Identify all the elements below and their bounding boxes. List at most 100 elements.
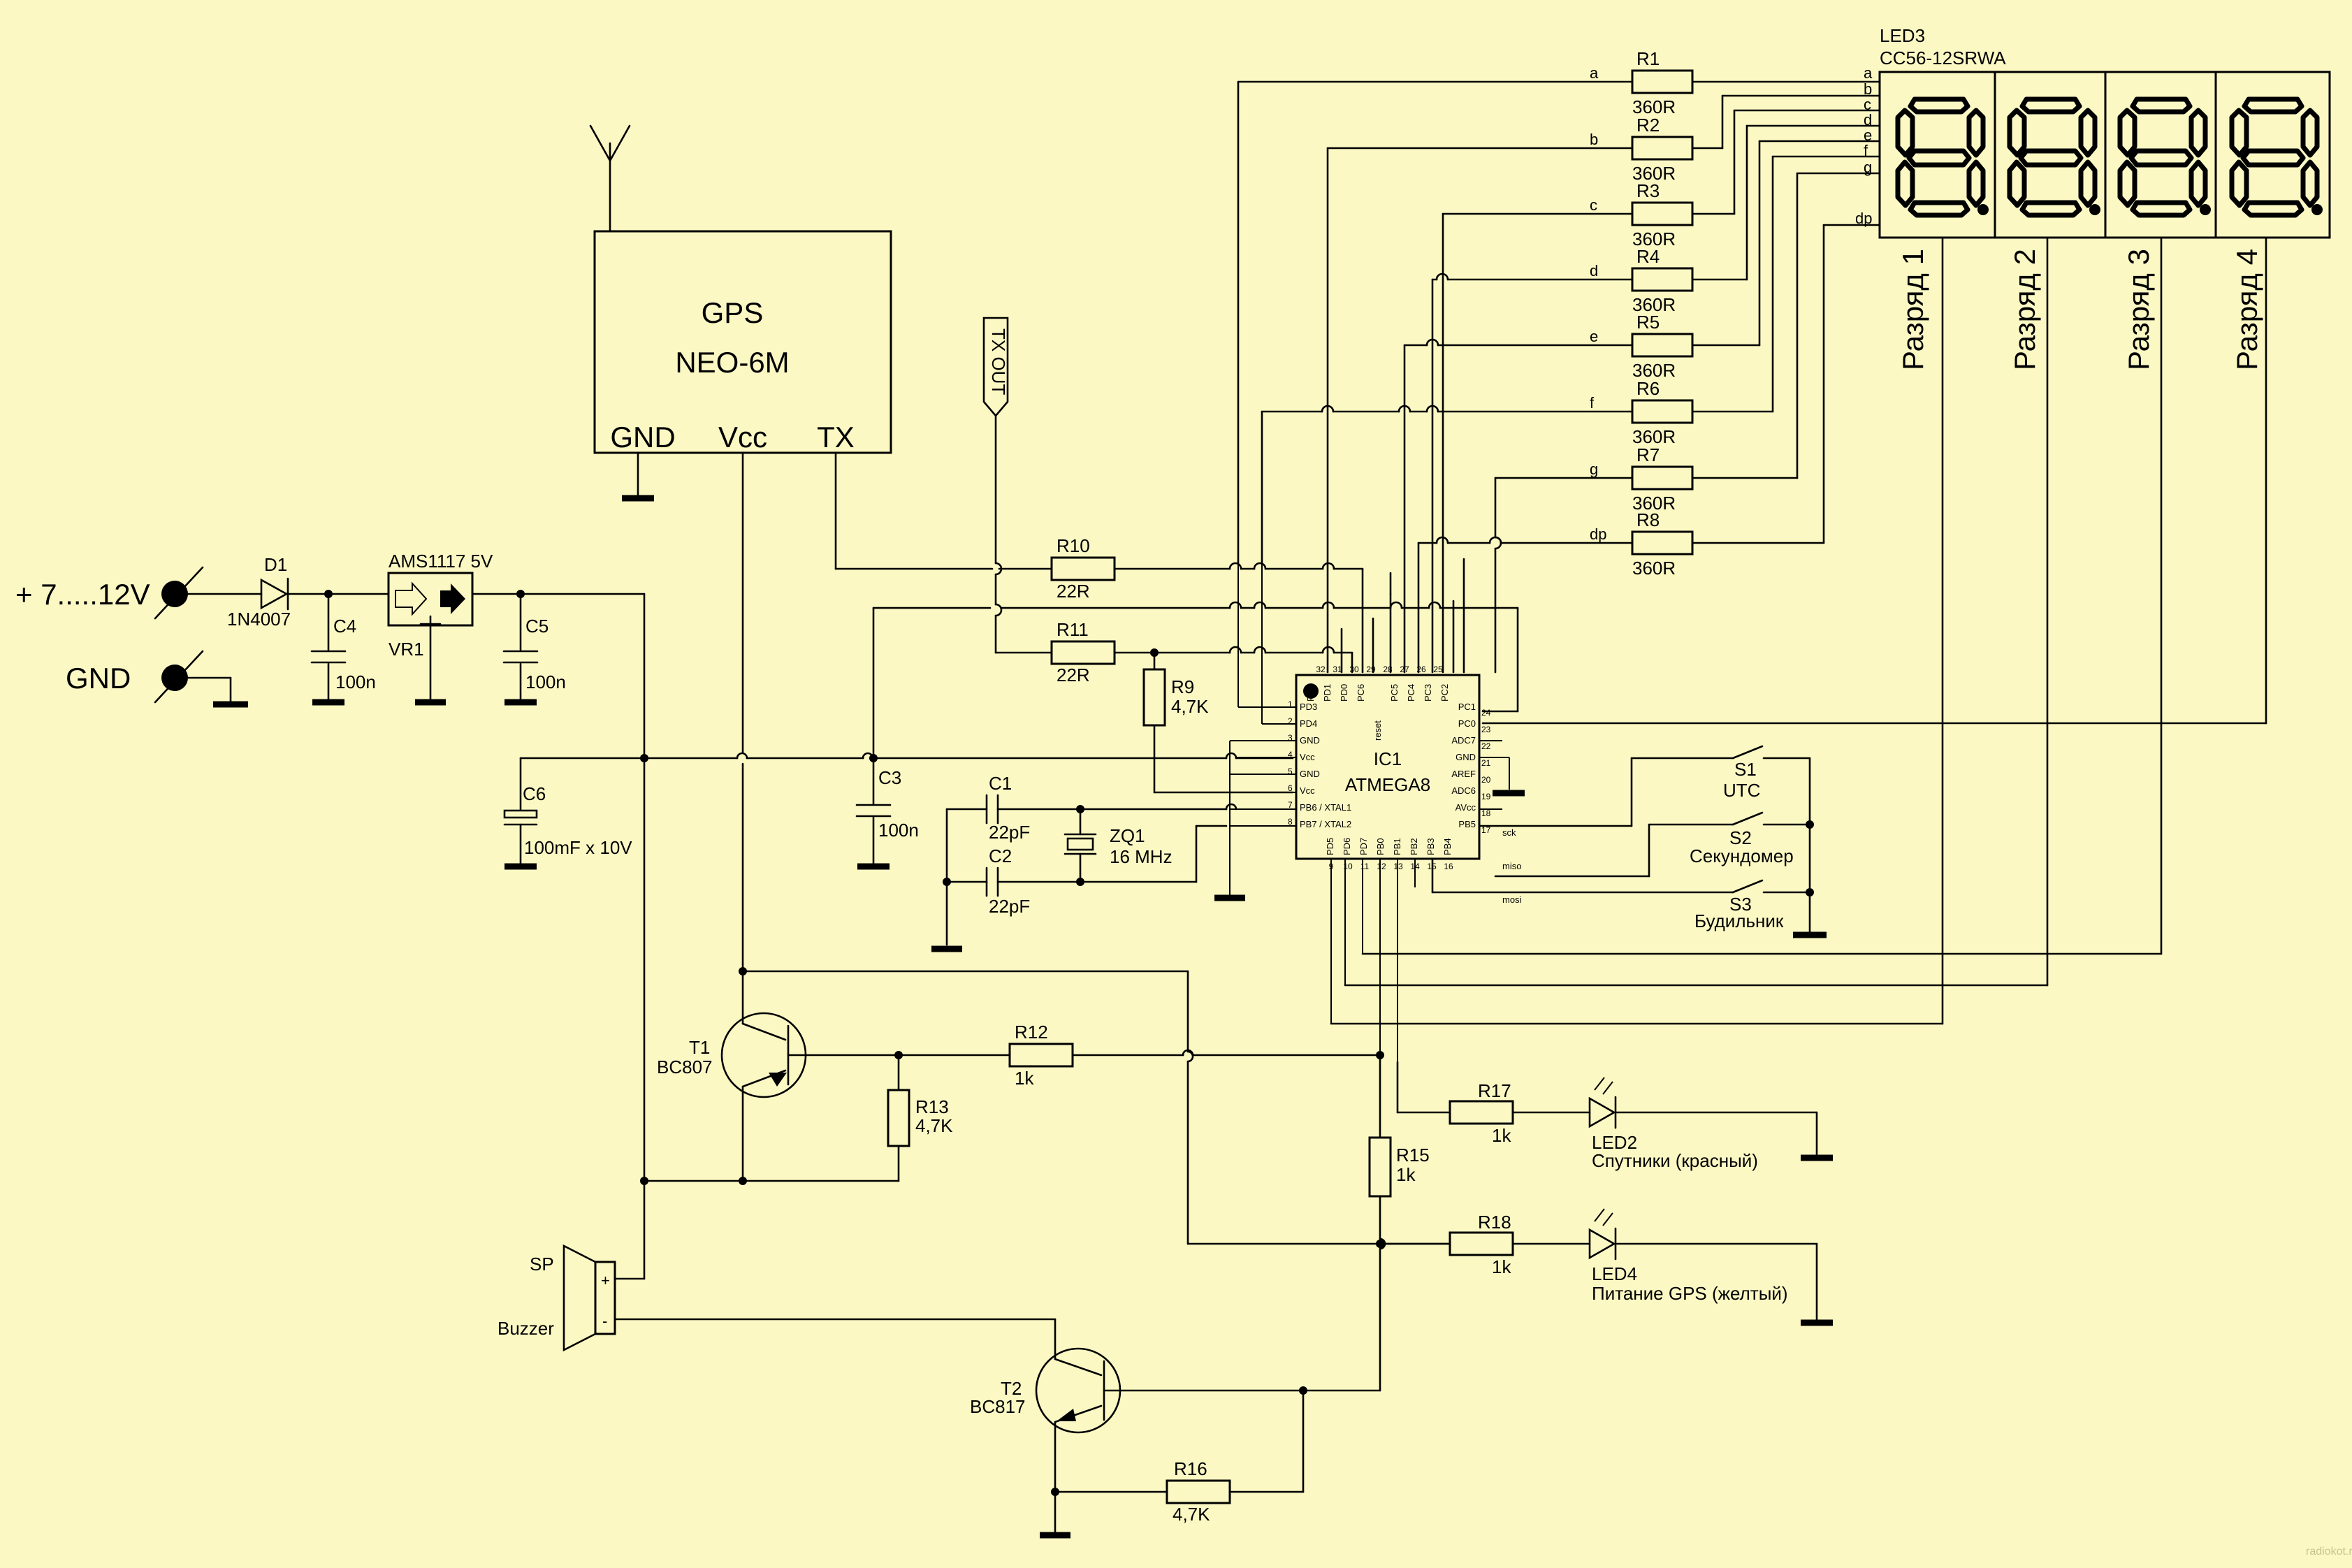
c3-ref: C3 [878,767,901,788]
gnd-input-jack: GND [66,650,248,708]
gps-module: GPS NEO-6M GND Vcc TX [589,124,892,454]
pin-num: 7 [1288,800,1293,810]
disp-pin-a: a [1864,64,1873,82]
disp-pin-f: f [1864,142,1868,159]
segment-resistor-bank: a R1 360R b R2 360R c R3 360R d R4 360 [1237,48,1881,674]
r9-value: 4,7K [1171,696,1209,717]
resistor-r13: R13 4,7K [887,1054,953,1182]
s3-label: Будильник [1694,910,1784,931]
gps-title: GPS [702,296,764,329]
pin-adc6: ADC6 [1451,785,1476,796]
t1-part: BC807 [657,1057,713,1077]
display-part: CC56-12SRWA [1880,48,2006,68]
r17-ref: R17 [1478,1080,1511,1101]
pin-vcc-4: Vcc [1300,752,1315,762]
pin-num: 11 [1360,862,1370,871]
pin-num: 1 [1288,699,1293,709]
capacitor-c4: C4 100n [310,593,376,706]
disp-pin-b: b [1864,80,1872,98]
transistor-t2: T2 BC817 [970,1318,1381,1539]
pin-num: 28 [1383,665,1393,674]
disp-pin-dp: dp [1855,210,1872,227]
pin-num: 3 [1288,733,1293,743]
r16-value: 4,7K [1173,1504,1210,1525]
capacitor-c6: C6 100mF x 10V [503,757,632,870]
diode-d1: D1 1N4007 [173,554,390,630]
r2-ref: R2 [1636,115,1660,136]
digit-label-1: Разряд 1 [1896,249,1929,370]
pin-pc2: PC2 [1439,684,1450,702]
gnd-input-label: GND [66,662,131,695]
mcu-part: ATMEGA8 [1345,774,1430,795]
pin-num: 12 [1377,862,1386,871]
r9-ref: R9 [1171,676,1194,697]
c3-value: 100n [878,820,919,841]
resistor-r16: R16 4,7K [1051,1389,1305,1525]
pin-avcc: AVcc [1456,802,1476,813]
digit-label-4: Разряд 4 [2230,249,2263,370]
spi-mosi: mosi [1502,894,1522,905]
net-e-label: e [1590,328,1598,345]
t2-part: BC817 [970,1396,1026,1417]
led4-branch: R18 1k LED4 Питание GPS (желтый) [1376,1208,1833,1326]
gps-model: NEO-6M [675,346,789,379]
mcu-reset-label: reset [1372,720,1383,741]
disp-pin-d: d [1864,111,1872,129]
led4-ref: LED4 [1592,1263,1637,1284]
resistor-r15: R15 1k [1368,1054,1430,1392]
c4-ref: C4 [333,616,356,637]
pin-num: 20 [1481,775,1491,785]
pin-num: 27 [1400,665,1409,674]
mcu-bottom-pins: PD5 PD6 PD7 PB0 PB1 PB2 PB3 PB4 9 10 11 … [1325,838,1453,871]
r11-value: 22R [1057,665,1090,685]
spi-sck: sck [1502,827,1516,838]
sp-ref: SP [530,1254,554,1275]
r4-ref: R4 [1636,246,1660,267]
net-dp-label: dp [1590,525,1606,543]
s1-label: UTC [1723,780,1760,801]
watermark: radiokot.ru [2306,1546,2352,1558]
r15-value: 1k [1396,1164,1416,1185]
gps-pin-tx: TX [817,421,855,453]
r7-ref: R7 [1636,444,1660,465]
disp-pin-e: e [1864,126,1872,144]
pin-pb4: PB4 [1442,838,1453,855]
crystal-circuit: C1 22pF C2 22pF ZQ1 16 MHz [931,773,1237,952]
s2-ref: S2 [1729,827,1752,848]
pin-num: 23 [1481,725,1491,734]
r18-ref: R18 [1478,1212,1511,1233]
buttons: sck miso mosi S1 UTC S2 Секундомер S3 Бу… [1431,745,1827,938]
power-input-label: + 7.....12V [15,578,150,611]
pin-pc5: PC5 [1389,684,1400,702]
gps-pin-vcc: Vcc [718,421,767,453]
r10-ref: R10 [1057,535,1090,556]
led2-ref: LED2 [1592,1132,1637,1153]
led4-label: Питание GPS (желтый) [1592,1283,1788,1304]
disp-pin-g: g [1864,159,1872,176]
pin-pd2: PD2 [1305,684,1316,702]
pin-gnd-21: GND [1456,752,1476,762]
zq1-ref: ZQ1 [1110,825,1145,846]
r4-value: 360R [1632,294,1676,315]
r18-value: 1k [1492,1256,1511,1277]
pin-adc7: ADC7 [1451,735,1476,746]
r17-value: 1k [1492,1125,1511,1146]
c6-ref: C6 [523,783,546,804]
r3-value: 360R [1632,228,1676,249]
pin-pc4: PC4 [1406,684,1416,702]
pin-pd0: PD0 [1339,684,1349,702]
pin-vcc-6: Vcc [1300,785,1315,796]
power-input-jack: + 7.....12V [15,566,204,620]
pin-pd3: PD3 [1300,702,1317,712]
mcu-top-pins: PD2 PD1 PD0 PC6 PC5 PC4 PC3 PC2 32 31 30… [1305,665,1450,702]
pin-pd5: PD5 [1325,838,1335,855]
r16-ref: R16 [1174,1458,1207,1479]
pin-pc3: PC3 [1423,684,1433,702]
r13-value: 4,7K [915,1115,953,1136]
pin-pb5: PB5 [1458,819,1476,829]
t1-ref: T1 [689,1037,710,1058]
s2-label: Секундомер [1690,845,1794,866]
pin-num: 5 [1288,767,1293,776]
pin-xtal1: PB6 / XTAL1 [1300,802,1351,813]
